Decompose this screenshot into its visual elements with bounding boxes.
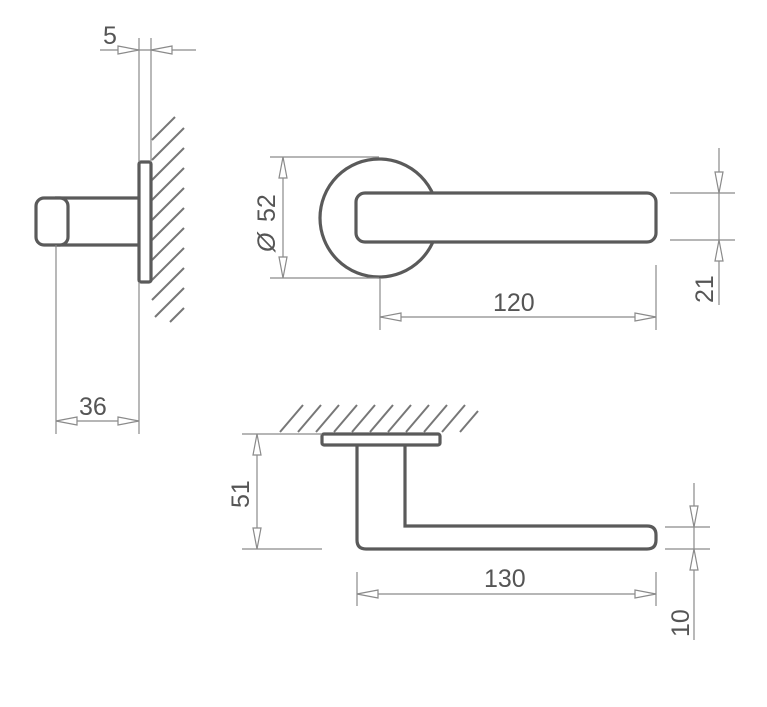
dim-lever-length-top-label: 130 [484, 565, 526, 593]
top-lever [355, 445, 658, 551]
dim-lever-height-label: 21 [691, 275, 719, 303]
front-lever [354, 191, 658, 244]
dim-rose-diameter-label: 52 [253, 194, 281, 222]
dim-rose-diameter: Ø 52 [253, 156, 379, 279]
dim-lever-length-top: 130 [356, 565, 657, 606]
dim-rose-to-lever-label: 51 [227, 480, 255, 508]
front-view: Ø 52 120 21 [253, 148, 735, 330]
top-rose-plate [320, 432, 442, 447]
dim-projection: 36 [55, 245, 140, 434]
dim-rose-to-lever: 51 [227, 433, 322, 550]
dim-lever-length-front: 120 [379, 265, 657, 330]
dim-diameter-symbol: Ø [253, 231, 281, 253]
side-lever-end [34, 196, 70, 247]
dim-rose-offset: 5 [100, 22, 196, 162]
top-wall-hatch [279, 404, 479, 433]
top-view: 51 130 10 [227, 404, 710, 640]
dim-lever-length-front-label: 120 [493, 289, 535, 317]
side-rose-plate [137, 160, 153, 284]
dim-projection-label: 36 [79, 393, 107, 421]
dim-rose-offset-label: 5 [103, 22, 117, 50]
dim-lever-height: 21 [670, 148, 735, 305]
dim-lever-thickness: 10 [665, 483, 710, 640]
side-view: 5 36 [34, 22, 196, 434]
side-wall-hatch [151, 116, 185, 323]
dim-lever-thickness-label: 10 [667, 609, 695, 637]
